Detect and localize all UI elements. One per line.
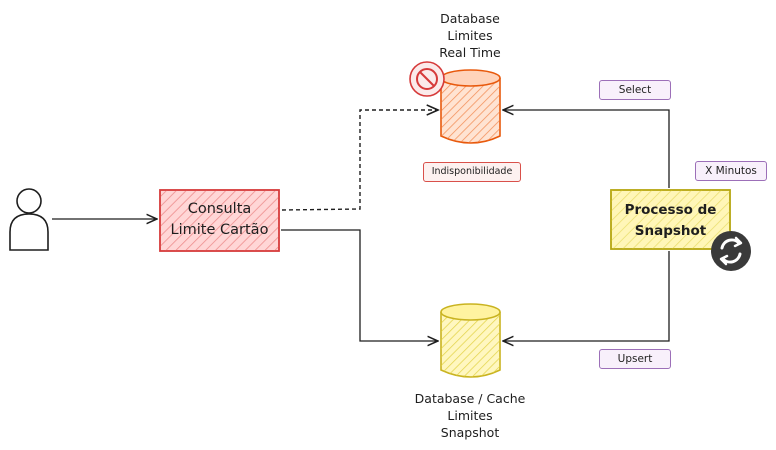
db-snapshot-label-line3: Snapshot — [440, 425, 500, 440]
arrow-consulta-to-db-realtime — [281, 110, 438, 211]
db-snapshot-label-line2: Limites — [447, 408, 493, 423]
refresh-icon[interactable] — [711, 231, 751, 271]
database-snapshot-cylinder — [440, 303, 501, 378]
consulta-label: Consulta Limite Cartão — [160, 199, 279, 241]
database-realtime-cylinder — [440, 69, 501, 144]
processo-label: Processo de Snapshot — [611, 200, 730, 242]
consulta-box[interactable] — [159, 189, 280, 252]
db-realtime-label: Database Limites Real Time — [420, 10, 520, 61]
arrow-processo-to-db-realtime — [503, 110, 670, 188]
db-snapshot-label-line1: Database / Cache — [414, 391, 526, 406]
consulta-label-line1: Consulta — [187, 201, 252, 217]
user-icon — [9, 188, 49, 251]
arrow-consulta-to-db-snapshot — [281, 229, 438, 341]
tag-select: Select — [599, 80, 671, 100]
processo-label-line2: Snapshot — [634, 223, 707, 239]
db-realtime-label-line3: Real Time — [439, 45, 501, 60]
blocked-icon — [409, 61, 445, 97]
db-realtime-label-line1: Database — [440, 11, 500, 26]
processo-label-line1: Processo de — [624, 202, 717, 218]
db-realtime-label-line2: Limites — [447, 28, 493, 43]
tag-indisponibilidade: Indisponibilidade — [423, 162, 521, 182]
tag-x-minutos: X Minutos — [695, 161, 767, 181]
tag-upsert: Upsert — [599, 349, 671, 369]
arrow-processo-to-db-snapshot — [503, 251, 670, 341]
consulta-label-line2: Limite Cartão — [170, 222, 269, 238]
processo-snapshot-box[interactable] — [610, 189, 731, 250]
db-snapshot-label: Database / Cache Limites Snapshot — [395, 390, 545, 441]
